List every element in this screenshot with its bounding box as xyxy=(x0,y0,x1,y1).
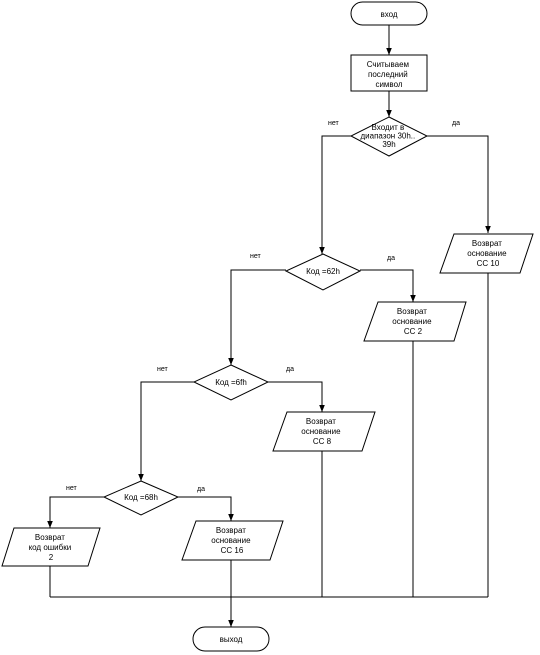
edge-check-62-no xyxy=(228,269,286,365)
svg-text:Код =62h: Код =62h xyxy=(306,267,340,276)
decision-check-68: Код =68h xyxy=(102,480,180,516)
label-check-6f-no: нет xyxy=(157,366,169,373)
svg-text:Возврат код ошибки: Возврат код ошибки 2 xyxy=(29,533,74,562)
connectors xyxy=(47,25,491,627)
io-return-error: Возврат код ошибки 2 xyxy=(1,527,101,567)
node-read-line: последний xyxy=(368,70,408,79)
svg-text:вход: вход xyxy=(380,10,397,19)
decision-check-62: Код =62h xyxy=(284,253,362,291)
svg-text:Возврат основание: Возврат основание СС 8 xyxy=(301,417,343,446)
node-start-line: вход xyxy=(380,10,397,19)
io-return-base-10-line: основание xyxy=(467,249,507,258)
decision-check-digit-line: диапазон 30h.. xyxy=(361,132,416,141)
io-return-base-16-line: основание xyxy=(211,536,251,545)
label-check-digit-yes: да xyxy=(452,120,460,127)
io-return-base-8-line: основание xyxy=(301,427,341,436)
svg-text:Возврат основание: Возврат основание СС 2 xyxy=(392,307,434,336)
io-return-base-8-line: Возврат xyxy=(306,417,336,426)
io-return-base-2: Возврат основание СС 2 xyxy=(363,301,467,342)
decision-check-digit-line: Входит в xyxy=(372,123,405,132)
io-return-base-10: Возврат основание СС 10 xyxy=(439,233,534,274)
svg-text:Код =6fh: Код =6fh xyxy=(215,378,247,387)
io-return-base-8-line: СС 8 xyxy=(313,437,332,446)
label-check-68-no: нет xyxy=(66,485,78,492)
node-read-line: символ xyxy=(375,80,402,89)
decision-check-68-line: Код =68h xyxy=(124,493,158,502)
io-return-error-line: Возврат xyxy=(35,533,65,542)
label-check-62-yes: да xyxy=(387,255,395,262)
svg-text:Код =68h: Код =68h xyxy=(124,493,158,502)
label-check-62-no: нет xyxy=(250,253,262,260)
io-return-base-10-line: Возврат xyxy=(472,239,502,248)
edge-check-68-no xyxy=(47,496,104,528)
edge-check-digit-no xyxy=(319,135,351,254)
io-return-base-8: Возврат основание СС 8 xyxy=(272,411,376,452)
io-return-error-line: 2 xyxy=(49,553,54,562)
decision-check-62-line: Код =62h xyxy=(306,267,340,276)
edge-check-62-yes xyxy=(360,269,416,302)
edge-labels: нет да нет да нет да нет да xyxy=(66,120,460,493)
io-return-base-2-line: основание xyxy=(392,317,432,326)
decision-check-digit-line: 39h xyxy=(382,140,395,149)
edge-check-6f-no xyxy=(138,381,194,481)
label-check-68-yes: да xyxy=(197,486,205,493)
decision-check-6f-line: Код =6fh xyxy=(215,378,247,387)
label-check-6f-yes: да xyxy=(286,366,294,373)
io-return-base-2-line: Возврат xyxy=(397,307,427,316)
svg-text:Возврат основание: Возврат основание СС 10 xyxy=(467,239,509,268)
edge-check-digit-yes xyxy=(427,135,491,233)
io-return-base-2-line: СС 2 xyxy=(404,327,423,336)
decision-check-digit: Входит в диапазон 30h.. 39h xyxy=(349,116,429,157)
node-start: вход xyxy=(350,1,428,26)
node-end-line: выход xyxy=(220,635,243,644)
decision-check-6f: Код =6fh xyxy=(192,364,270,401)
node-end: выход xyxy=(192,626,270,652)
node-read: Считываем последний символ xyxy=(350,54,428,92)
svg-text:Возврат основание: Возврат основание СС 16 xyxy=(211,526,253,555)
io-return-error-line: код ошибки xyxy=(29,543,72,552)
svg-text:выход: выход xyxy=(220,635,243,644)
svg-text:Входит в диапазон 30h..: Входит в диапазон 30h.. 39h xyxy=(361,123,418,149)
edge-check-68-yes xyxy=(178,496,234,521)
node-read-line: Считываем xyxy=(367,60,409,69)
label-check-digit-no: нет xyxy=(328,120,340,127)
io-return-base-16-line: Возврат xyxy=(216,526,246,535)
io-return-base-16: Возврат основание СС 16 xyxy=(181,520,284,561)
io-return-base-16-line: СС 16 xyxy=(221,546,244,555)
svg-text:Считываем последний: Считываем последний символ xyxy=(367,60,412,89)
io-return-base-10-line: СС 10 xyxy=(477,259,500,268)
edge-check-6f-yes xyxy=(268,381,325,412)
